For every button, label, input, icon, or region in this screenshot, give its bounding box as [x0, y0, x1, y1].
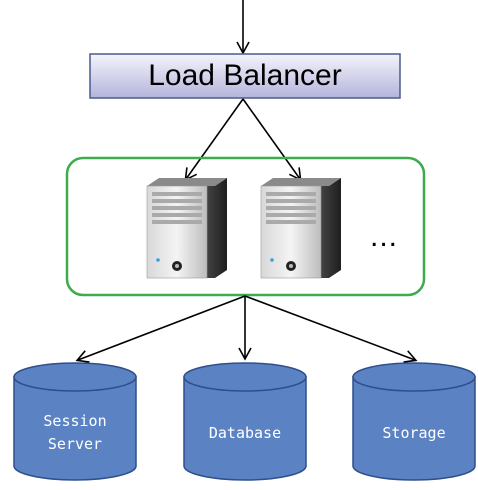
storage-cylinder: [352, 362, 476, 481]
pool-to-session-server-arrow: [75, 295, 246, 363]
pool-to-storage-arrow: [244, 295, 418, 363]
database-cylinder: [183, 362, 307, 481]
more-servers-indicator: ...: [370, 220, 399, 253]
lb-to-server-1-arrow: [184, 98, 244, 182]
server-icon: [260, 178, 341, 279]
lb-to-server-2-arrow: [242, 98, 302, 182]
session-server-cylinder: [13, 362, 137, 481]
server-icon: [146, 178, 227, 279]
session-server-label: Session Server: [43, 412, 107, 453]
server-pool-container: [65, 156, 426, 297]
load-balancer-box: [89, 53, 401, 99]
storage-label: Storage: [382, 423, 446, 442]
database-label: Database: [208, 423, 282, 442]
load-balancer-label: Load Balancer: [148, 59, 342, 92]
